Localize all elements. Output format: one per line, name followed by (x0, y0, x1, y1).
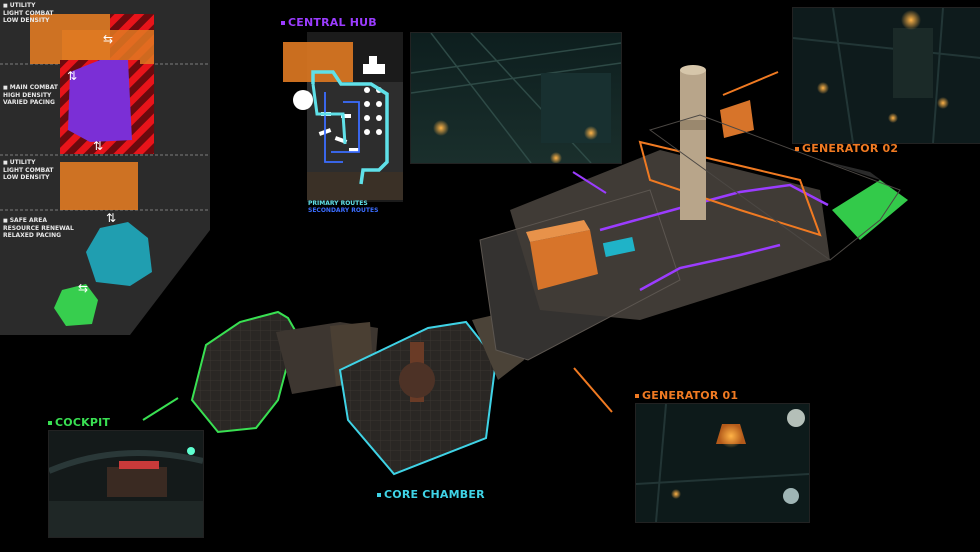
cockpit-screenshot (48, 430, 204, 538)
legend-zone-1-line-3: LOW DENSITY (3, 17, 50, 24)
central-hub-route-map (283, 32, 403, 202)
svg-text:⇆: ⇆ (78, 281, 88, 295)
legend-zone-3: UTILITY LIGHT COMBAT LOW DENSITY (3, 159, 54, 181)
central-hub-label: CENTRAL HUB (281, 16, 377, 29)
legend-zone-4: SAFE AREA RESOURCE RENEWAL RELAXED PACIN… (3, 217, 74, 239)
generator-02-label: GENERATOR 02 (795, 142, 898, 155)
level-isometric-render (190, 65, 908, 476)
legend-zone-1-line-2: LIGHT COMBAT (3, 10, 54, 17)
core-chamber-label: CORE CHAMBER (377, 488, 485, 501)
svg-text:⇅: ⇅ (106, 211, 116, 225)
legend-zone-2-line-1: MAIN COMBAT (3, 84, 58, 92)
legend-zone-3-line-3: LOW DENSITY (3, 174, 50, 181)
legend-zone-2-line-2: HIGH DENSITY (3, 92, 52, 99)
central-hub-map (283, 32, 405, 202)
legend-zone-4-line-2: RESOURCE RENEWAL (3, 225, 74, 232)
legend-zone-3-line-2: LIGHT COMBAT (3, 167, 54, 174)
cockpit-label-text: COCKPIT (55, 416, 111, 429)
generator-02-marker-icon (795, 147, 799, 151)
legend-zone-2: MAIN COMBAT HIGH DENSITY VARIED PACING (3, 84, 58, 106)
generator-02-screenshot (792, 7, 980, 144)
generator-01-screenshot (635, 403, 810, 523)
legend-zone-4-line-1: SAFE AREA (3, 217, 74, 225)
secondary-routes-legend: SECONDARY ROUTES (308, 207, 379, 214)
primary-routes-legend: PRIMARY ROUTES (308, 200, 368, 207)
generator-01-marker-icon (635, 394, 639, 398)
svg-text:⇅: ⇅ (93, 139, 103, 153)
svg-text:⇆: ⇆ (103, 32, 113, 46)
central-hub-label-text: CENTRAL HUB (288, 16, 377, 29)
cockpit-marker-icon (48, 421, 52, 425)
zone-legend-panel: ⇆ ⇅ ⇅ ⇅ ⇆ UTILITY LIGHT COMBAT LOW DENSI… (0, 0, 210, 335)
cockpit-label: COCKPIT (48, 416, 110, 429)
generator-01-label-text: GENERATOR 01 (642, 389, 739, 402)
generator-02-label-text: GENERATOR 02 (802, 142, 899, 155)
core-chamber-label-text: CORE CHAMBER (384, 488, 485, 501)
svg-text:⇅: ⇅ (67, 69, 77, 83)
core-chamber-marker-icon (377, 493, 381, 497)
legend-zone-4-line-3: RELAXED PACING (3, 232, 62, 239)
level-isometric-map (180, 60, 910, 485)
central-hub-screenshot (410, 32, 622, 164)
generator-01-label: GENERATOR 01 (635, 389, 738, 402)
legend-zone-3-line-1: UTILITY (3, 159, 54, 167)
legend-zone-2-line-3: VARIED PACING (3, 99, 55, 106)
legend-zone-1-line-1: UTILITY (3, 2, 54, 10)
legend-zone-1: UTILITY LIGHT COMBAT LOW DENSITY (3, 2, 54, 24)
central-hub-marker-icon (281, 21, 285, 25)
